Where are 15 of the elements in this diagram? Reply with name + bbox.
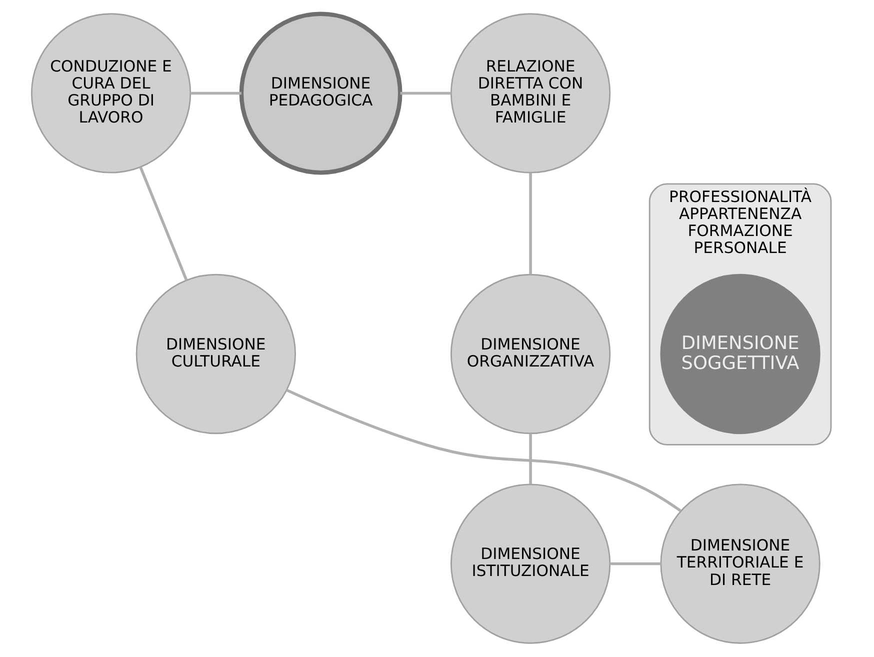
connector (190, 92, 242, 95)
connector (529, 434, 532, 484)
connector (610, 562, 661, 566)
node-circle: DIMENSIONE PEDAGOGICA (239, 12, 402, 175)
connector (400, 92, 452, 95)
connector (529, 172, 532, 274)
node-circle: DIMENSIONE SOGGETTIVA (660, 274, 820, 434)
node-circle: DIMENSIONE CULTURALE (136, 274, 296, 434)
connector (139, 166, 188, 281)
node-circle: CONDUZIONE E CURA DEL GRUPPO DI LAVORO (30, 13, 192, 174)
connector (286, 388, 682, 512)
node-circle: DIMENSIONE ORGANIZZATIVA (450, 274, 611, 434)
node-circle: DIMENSIONE ISTITUZIONALE (450, 484, 611, 644)
node-circle: RELAZIONE DIRETTA CON BAMBINI E FAMIGLIE (450, 13, 611, 174)
node-circle: DIMENSIONE TERRITORIALE E DI RETE (660, 484, 820, 644)
